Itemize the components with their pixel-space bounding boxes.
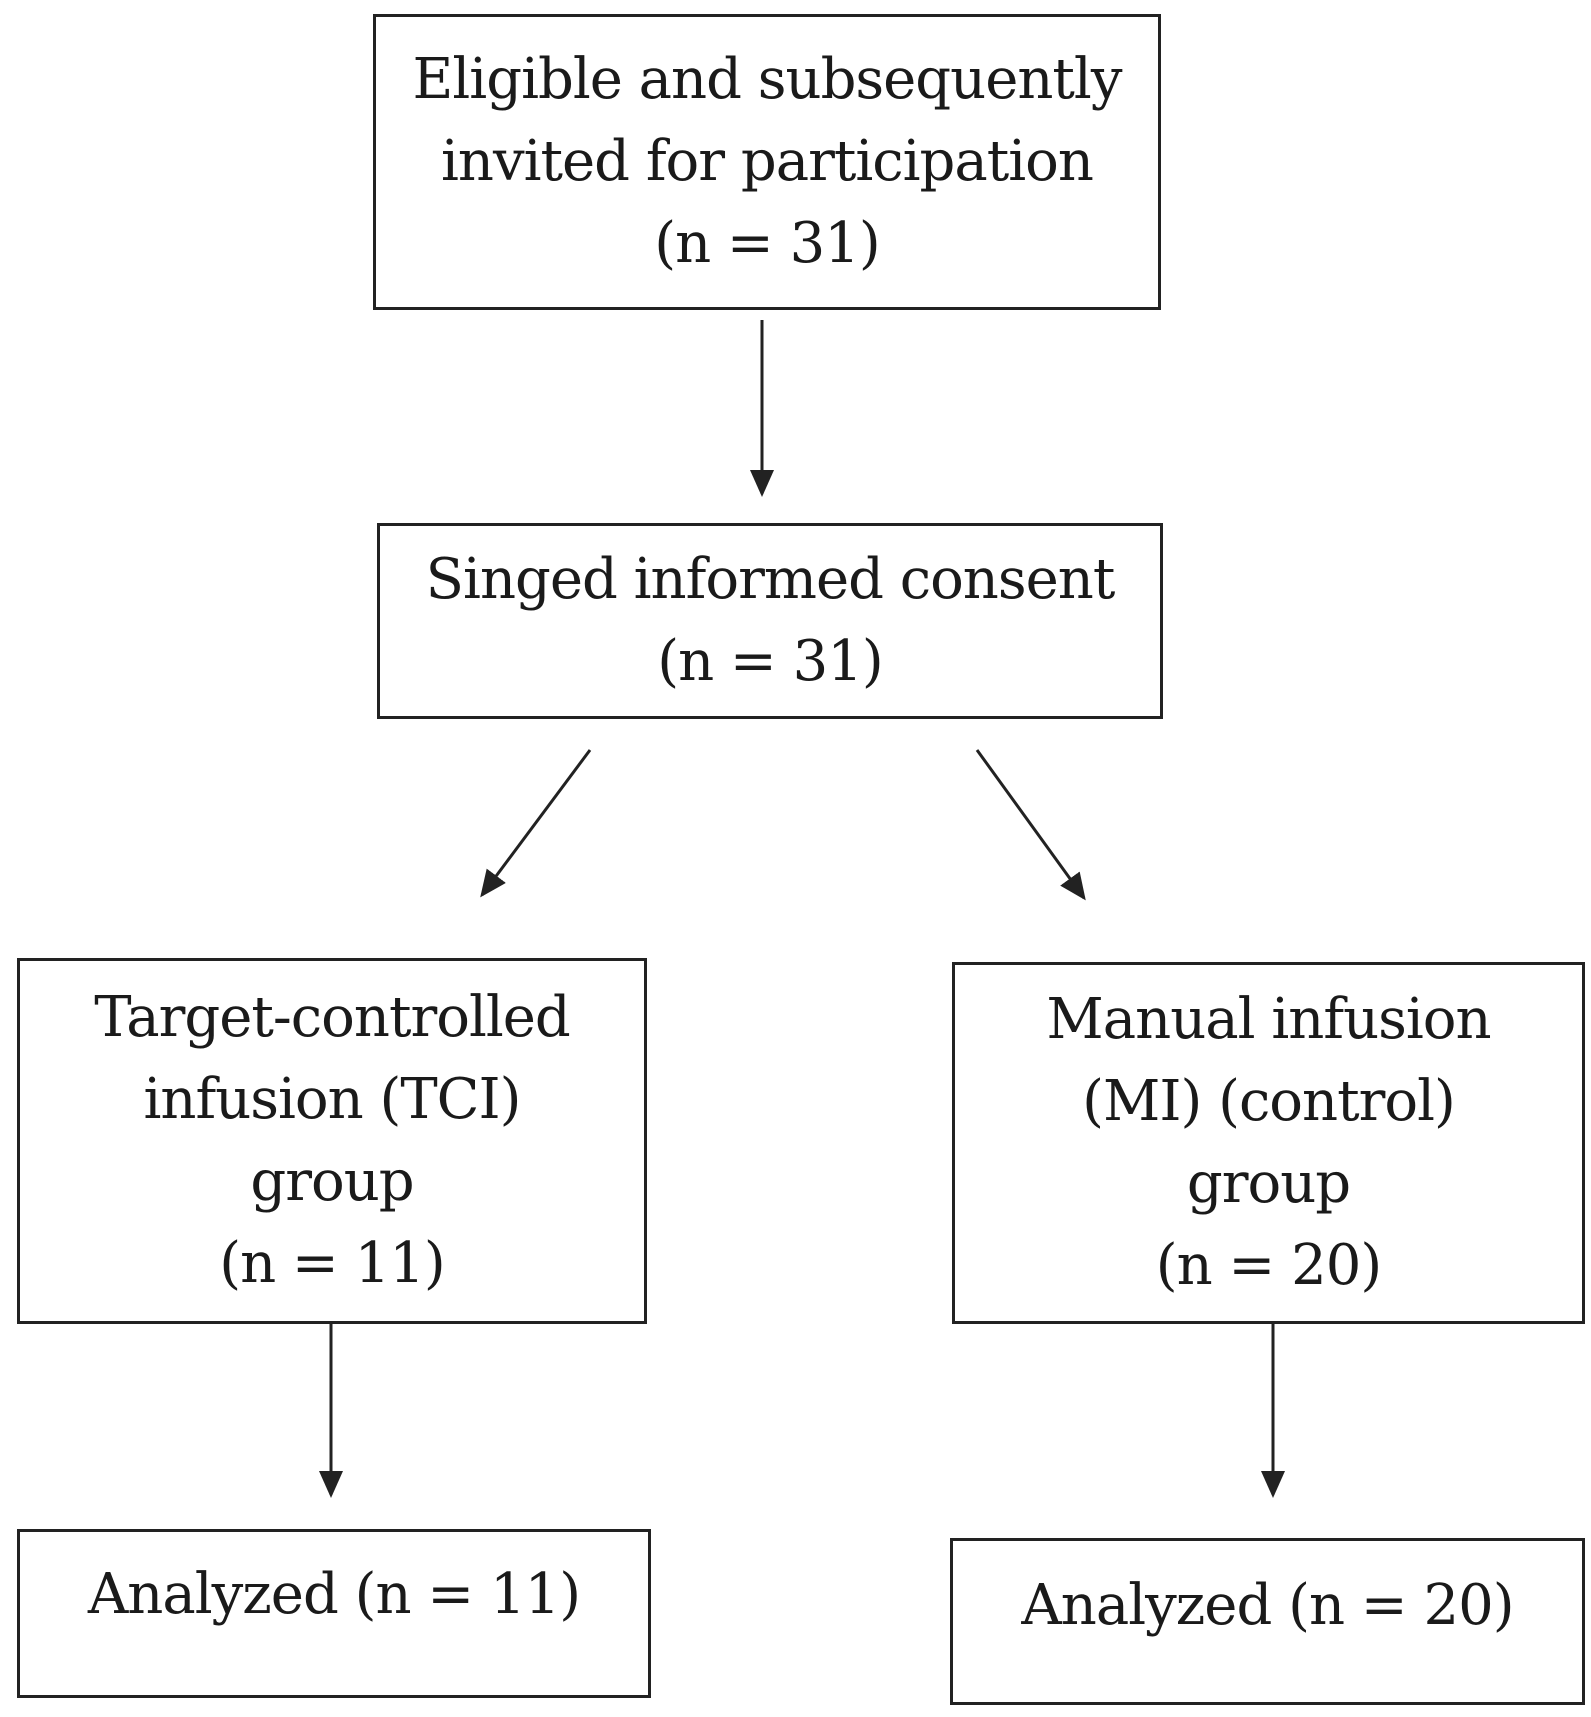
- mi-line1: Manual infusion: [1046, 987, 1491, 1052]
- tci-group-box: Target-controlled infusion (TCI) group (…: [17, 958, 647, 1324]
- tci-line1: Target-controlled: [94, 985, 571, 1050]
- analyzed-mi-label: Analyzed (n = 20): [1021, 1573, 1514, 1638]
- tci-line3: group: [250, 1149, 414, 1214]
- tci-count: (n = 11): [219, 1231, 446, 1296]
- analyzed-mi-box: Analyzed (n = 20): [950, 1538, 1585, 1705]
- arrow-consent-to-mi: [975, 749, 1086, 901]
- mi-line2: (MI) (control): [1082, 1069, 1456, 1134]
- eligible-count: (n = 31): [654, 211, 881, 276]
- analyzed-tci-box: Analyzed (n = 11): [17, 1529, 651, 1698]
- consent-count: (n = 31): [657, 629, 884, 694]
- tci-line2: infusion (TCI): [143, 1067, 521, 1132]
- mi-count: (n = 20): [1155, 1233, 1383, 1298]
- eligible-line2: invited for participation: [441, 129, 1094, 194]
- consent-box: Singed informed consent (n = 31): [377, 523, 1163, 719]
- mi-group-box: Manual infusion (MI) (control) group (n …: [952, 962, 1585, 1324]
- consent-line1: Singed informed consent: [425, 547, 1116, 612]
- eligible-line1: Eligible and subsequently: [412, 47, 1123, 112]
- analyzed-tci-label: Analyzed (n = 11): [87, 1562, 581, 1627]
- arrow-consent-to-tci: [480, 749, 592, 898]
- eligible-box: Eligible and subsequently invited for pa…: [373, 14, 1161, 310]
- mi-line3: group: [1186, 1151, 1351, 1216]
